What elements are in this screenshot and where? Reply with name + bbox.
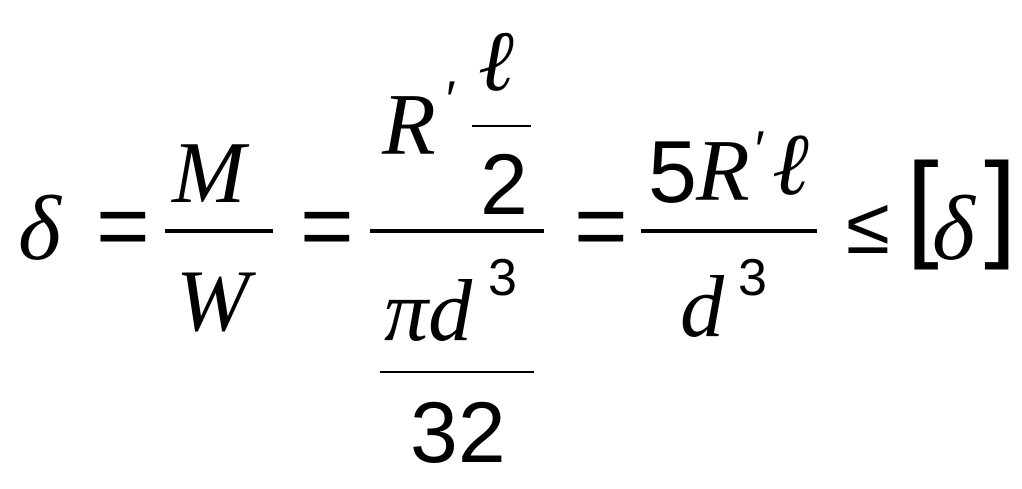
moment-M: M: [172, 125, 246, 222]
delta-symbol: δ: [18, 177, 61, 279]
length-l-2: ℓ: [772, 117, 809, 214]
fraction-bar-3: [641, 229, 817, 233]
thirty-two: 32: [410, 385, 506, 481]
left-bracket: [: [906, 139, 939, 271]
prime-mark-2: ′: [755, 121, 765, 179]
exponent-3-b: 3: [738, 249, 767, 307]
diameter-d: d: [680, 259, 724, 356]
fraction-bar-2: [370, 229, 544, 233]
coefficient-5: 5: [648, 122, 697, 221]
force-R: R: [382, 77, 436, 174]
less-equal-sign: ≤: [846, 181, 890, 270]
exponent-3: 3: [488, 249, 517, 307]
pi-d: πd: [384, 263, 473, 360]
allowable-delta: δ: [932, 177, 975, 279]
two: 2: [480, 137, 528, 233]
prime-mark: ′: [446, 71, 456, 129]
fraction-bar-inner-num: [472, 125, 531, 127]
equals-sign-3: =: [574, 175, 628, 277]
fraction-bar-1: [165, 229, 273, 233]
force-R-2: R: [696, 123, 750, 220]
equals-sign-1: =: [96, 175, 150, 277]
fraction-bar-inner-den: [380, 371, 534, 373]
length-l: ℓ: [478, 13, 514, 109]
equals-sign-2: =: [300, 175, 354, 277]
section-modulus-W: W: [176, 253, 250, 350]
right-bracket: ]: [984, 139, 1017, 271]
